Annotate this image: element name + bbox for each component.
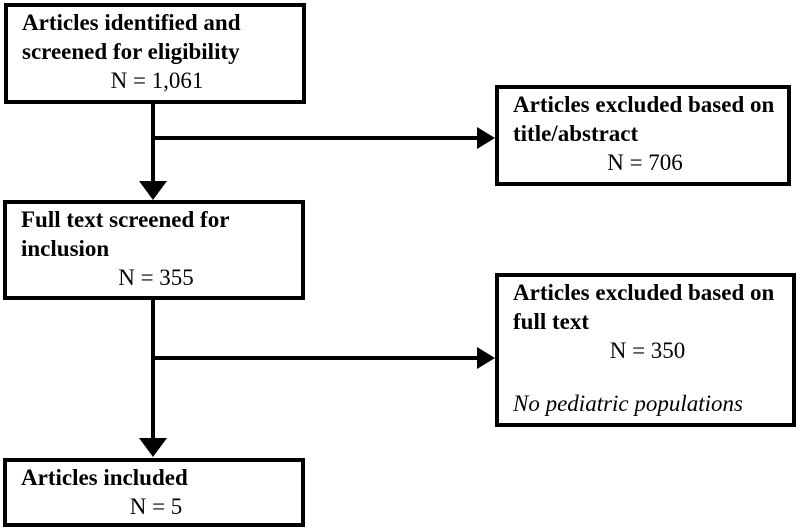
connector-line-identified-to-fulltext	[151, 104, 155, 182]
flow-box-full-text-screened: Full text screened for inclusion N = 355	[3, 200, 305, 300]
connector-line-fulltext-to-excluded-fulltext	[153, 356, 477, 360]
box-exclusion-note: No pediatric populations	[513, 391, 743, 416]
box-count: N = 706	[607, 150, 683, 175]
box-title: Full text screened for inclusion	[21, 207, 230, 261]
flow-box-included: Articles included N = 5	[3, 458, 305, 527]
box-count: N = 355	[118, 265, 194, 290]
flow-box-identified: Articles identified and screened for eli…	[4, 3, 306, 104]
box-title: Articles identified and screened for eli…	[22, 10, 241, 64]
arrow-right-icon	[477, 347, 495, 369]
arrow-down-icon	[139, 181, 167, 200]
connector-line-identified-to-excluded-title	[153, 136, 477, 140]
box-title: Articles excluded based on title/abstrac…	[513, 92, 775, 146]
arrow-down-icon	[139, 438, 167, 457]
box-title: Articles excluded based on full text	[513, 280, 775, 334]
flow-box-excluded-full-text: Articles excluded based on full text N =…	[495, 273, 796, 427]
box-count: N = 1,061	[110, 68, 204, 93]
box-count: N = 350	[609, 338, 686, 363]
arrow-right-icon	[477, 127, 495, 149]
connector-line-fulltext-to-included	[151, 300, 155, 438]
flow-box-excluded-title-abstract: Articles excluded based on title/abstrac…	[495, 85, 791, 186]
box-count: N = 5	[129, 494, 183, 519]
box-title: Articles included	[21, 465, 188, 490]
